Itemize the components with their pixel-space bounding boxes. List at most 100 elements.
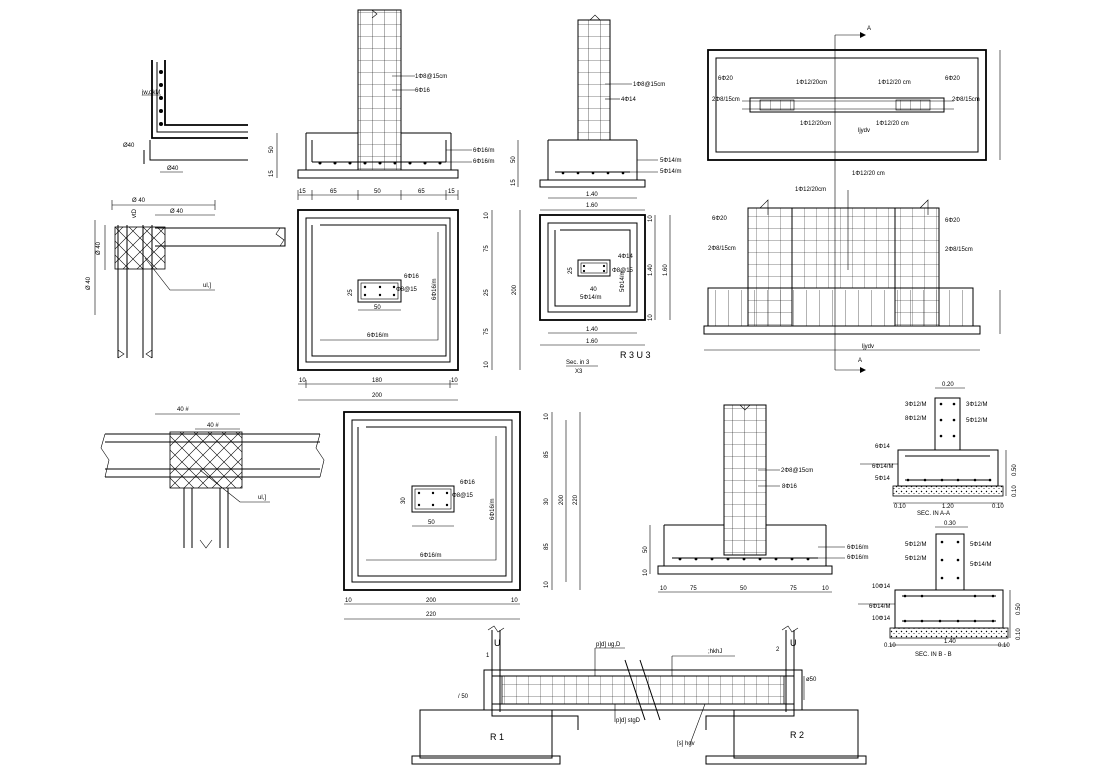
footing-c-inner: 200 xyxy=(426,598,437,604)
sec-aa-l2: 8Φ12/M xyxy=(905,416,926,422)
footing-a-dim-2: 50 xyxy=(374,189,381,195)
footing-b-side-1: 10 xyxy=(648,215,654,222)
beam-top-bars-1: 1Φ12/20cm xyxy=(796,80,827,86)
joint2-dim-top: 40 # xyxy=(177,407,189,413)
footing-c-col-w: 50 xyxy=(428,520,435,526)
beam-bottom-bars-1: 1Φ12/20cm xyxy=(800,121,831,127)
sec-aa-h2: 0.10 xyxy=(1012,485,1018,497)
sec-aa-base-b: 1.20 xyxy=(942,504,954,510)
footing-c-side-4: 10 xyxy=(544,581,550,588)
sec-bb-l2: 5Φ12/M xyxy=(905,556,926,562)
beam-section-top: A xyxy=(867,26,871,32)
joint-dim-side2: Ø 40 xyxy=(86,276,92,290)
tie-right-mark: U xyxy=(790,638,797,648)
beam-left-tie: 2Φ8/15cm xyxy=(712,97,740,103)
footing-a-plan-mesh-x: 6Φ16/m xyxy=(367,333,388,339)
footing-b-col-w: 40 xyxy=(590,287,597,293)
footing-a-plan-mesh-y: 6Φ16/m xyxy=(432,279,438,300)
footing-b-scale: X3 xyxy=(575,369,583,375)
footing-a-col-w: 50 xyxy=(374,305,381,311)
footing-c-side-1: 85 xyxy=(544,451,550,458)
footing-b-elevation: 1Φ8@15cm 4Φ14 5Φ14/m 5Φ14/m 50 15 1.40 1… xyxy=(511,14,681,211)
sec-bb-r1: 5Φ14/M xyxy=(970,542,991,548)
footing-d-dim-0: 10 xyxy=(660,586,667,592)
footing-a-dim-3: 65 xyxy=(418,189,425,195)
footing-a-side-total: 200 xyxy=(512,284,518,295)
sec-bb-l1: 5Φ12/M xyxy=(905,542,926,548)
beam-elevation: 6Φ20 6Φ20 2Φ8/15cm 2Φ8/15cm 1Φ12/20cm 1Φ… xyxy=(703,171,1001,373)
beam-left-bar: 6Φ20 xyxy=(718,76,733,82)
footing-c-side-3: 85 xyxy=(544,543,550,550)
footing-c-mesh-x: 6Φ16/m xyxy=(420,553,441,559)
footing-b-stirrup: 1Φ8@15cm xyxy=(633,82,665,88)
footing-a-edge-b: 10 xyxy=(451,378,458,384)
sec-bb-l3: 10Φ14 xyxy=(872,584,891,590)
tie-right-dim: ø50 xyxy=(806,677,817,683)
footing-a-dim-4: 15 xyxy=(448,189,455,195)
sec-bb-width: 0.30 xyxy=(944,521,956,527)
footing-a-inner: 180 xyxy=(372,378,383,384)
beam-top-bars-2: 1Φ12/20 cm xyxy=(878,80,911,86)
footing-a-dim-1: 65 xyxy=(330,189,337,195)
beam-plan: A 6Φ20 6Φ20 2Φ8/15cm 2Φ8/15cm 1Φ12/20cm … xyxy=(707,26,1001,370)
footing-a-side-4: 10 xyxy=(484,361,490,368)
footing-a-mesh1: 6Φ16/m xyxy=(473,148,494,154)
sec-aa-l5: 5Φ14 xyxy=(875,476,890,482)
elev-label: ljydv xyxy=(862,344,874,350)
joint-detail-1: Ø 40 Ø 40 Ø 40 Ø 40 vtD ul,] xyxy=(86,198,286,359)
footing-b-side-3: 10 xyxy=(648,314,654,321)
footing-a-outer: 200 xyxy=(372,393,383,399)
sec-bb-r2: 5Φ14/M xyxy=(970,562,991,568)
footing-a-stirrup: 1Φ8@15cm xyxy=(415,74,447,80)
corner-dia-b: Ø40 xyxy=(167,166,179,172)
footing-a-h1: 50 xyxy=(269,146,275,153)
corner-bar-label: jw,dkM xyxy=(141,90,160,96)
footing-b-base2: 1.60 xyxy=(586,203,598,209)
tie-beam: R 1 R 2 p]d] ug,D ;hkhJ p]d] stgD [s] hg… xyxy=(411,625,867,765)
sec-aa-l4: 6Φ14/M xyxy=(872,464,893,470)
elev-left-tie: 2Φ8/15cm xyxy=(708,246,736,252)
footing-b-col-mesh: 5Φ14/m xyxy=(620,271,626,292)
beam-right-bar: 6Φ20 xyxy=(945,76,960,82)
footing-a-col-bars: 6Φ16 xyxy=(404,274,419,280)
footing-d-dim-3: 75 xyxy=(790,586,797,592)
tie-right-num: 2 xyxy=(776,647,780,653)
footing-d-dim-2: 50 xyxy=(740,586,747,592)
joint-vlabel: vtD xyxy=(132,208,138,218)
footing-a-edge-a: 10 xyxy=(299,378,306,384)
footing-b-side-2: 1.40 xyxy=(648,264,654,276)
elev-right-bar: 6Φ20 xyxy=(945,218,960,224)
footing-b-mesh2: 5Φ14/m xyxy=(660,169,681,175)
footing-b-title: R 3 U 3 xyxy=(620,350,651,360)
footing-d-h2: 10 xyxy=(643,569,649,576)
joint2-dim-inner: 40 # xyxy=(207,423,219,429)
tie-left-num: 1 xyxy=(486,653,490,659)
footing-c-side-2: 30 xyxy=(544,498,550,505)
footing-a-plan: 6Φ16 Φ8@15 50 25 6Φ16/m 6Φ16/m 10 180 10… xyxy=(297,209,521,401)
tie-footing-right: R 2 xyxy=(790,730,804,740)
footing-a-dim-0: 15 xyxy=(299,189,306,195)
footing-d-stirrup: 2Φ8@15cm xyxy=(781,468,813,474)
sec-aa-l1: 3Φ12/M xyxy=(905,402,926,408)
beam-bottom-bars-2: 1Φ12/20 cm xyxy=(876,121,909,127)
footing-b-h1: 50 xyxy=(511,156,517,163)
sec-bb-base-c: 0.10 xyxy=(998,643,1010,649)
sec-bb-caption: SEC. IN B - B xyxy=(915,652,952,658)
footing-a-bars: 6Φ16 xyxy=(415,88,430,94)
footing-a-side-1: 75 xyxy=(484,245,490,252)
sec-bb-base-a: 0.10 xyxy=(884,643,896,649)
footing-a-mesh2: 6Φ16/m xyxy=(473,159,494,165)
beam-right-tie: 2Φ8/15cm xyxy=(952,97,980,103)
tie-top-label-2: ;hkhJ xyxy=(708,649,722,655)
footing-a-col-ties: Φ8@15 xyxy=(396,287,418,293)
footing-c-col-ties: Φ8@15 xyxy=(452,493,474,499)
footing-b-col-bars: 4Φ14 xyxy=(618,254,633,260)
joint-dim-inner: Ø 40 xyxy=(170,209,184,215)
footing-c-edge-a: 10 xyxy=(345,598,352,604)
footing-c-edge-b: 10 xyxy=(511,598,518,604)
beam-label-mid: ljydv xyxy=(858,128,870,134)
corner-dia-a: Ø40 xyxy=(123,143,135,149)
footing-b-col-ties: Φ8@15 xyxy=(612,268,634,274)
footing-b-plan: 4Φ14 Φ8@15 5Φ14/m 25 40 5Φ14/m 1.40 1.60… xyxy=(539,214,671,375)
